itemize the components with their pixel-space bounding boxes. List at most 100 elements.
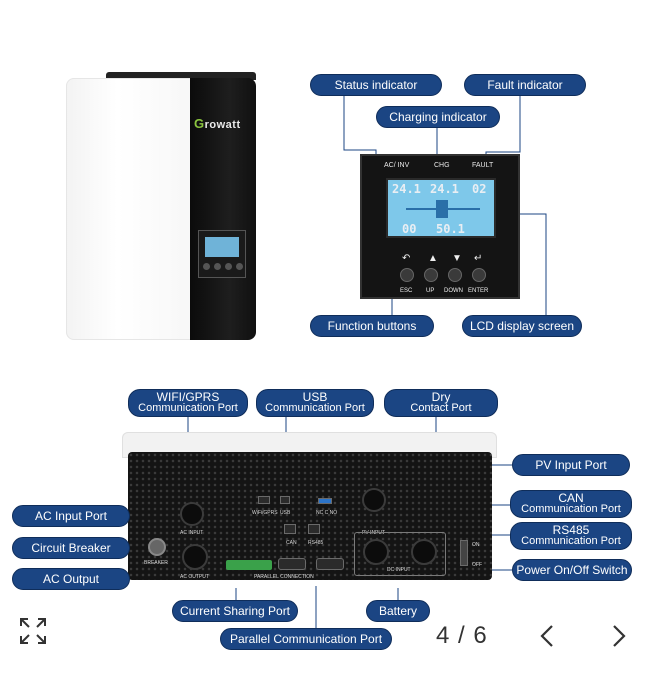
- callout-label: Circuit Breaker: [31, 541, 111, 555]
- page-indicator: 4 / 6: [436, 622, 488, 649]
- callout-label: Function buttons: [327, 319, 417, 333]
- callout-label: Current Sharing Port: [179, 604, 291, 618]
- callout-label: USB: [302, 390, 328, 404]
- up-label: UP: [426, 288, 435, 294]
- esc-icon: ↶: [402, 253, 411, 264]
- lcd-value: 24.1: [430, 182, 459, 196]
- inverter-front-view: Growatt: [66, 72, 256, 340]
- breaker-label: BREAKER: [144, 560, 168, 566]
- dry-contact-label: NC C NO: [316, 510, 338, 516]
- callout-lcd-display: LCD display screen: [462, 315, 582, 337]
- mini-control-panel: [198, 230, 246, 278]
- on-label: ON: [472, 542, 480, 548]
- lcd-value: 00: [402, 222, 417, 236]
- parallel-label: PARALLEL CONNECTION: [254, 574, 314, 580]
- unit-white-panel: [66, 78, 194, 340]
- callout-pv-input: PV Input Port: [512, 454, 630, 476]
- callout-sublabel: Communication Port: [138, 402, 238, 414]
- mini-button: [203, 263, 210, 270]
- previous-image-button[interactable]: [536, 622, 560, 650]
- callout-sublabel: Communication Port: [521, 503, 621, 515]
- ac-input-label: AC INPUT: [180, 530, 204, 536]
- dry-contact-port: [318, 498, 332, 504]
- callout-status-indicator: Status indicator: [310, 74, 442, 96]
- parallel-port-a: [278, 558, 306, 570]
- callout-label: Parallel Communication Port: [229, 632, 383, 646]
- lcd-value: 02: [472, 182, 487, 196]
- callout-sublabel: Contact Port: [410, 402, 472, 414]
- callout-label: AC Input Port: [34, 509, 108, 523]
- callout-battery: Battery: [366, 600, 430, 622]
- lcd-value: 24.1: [392, 182, 421, 196]
- up-icon: ▲: [428, 253, 438, 264]
- mini-button: [214, 263, 221, 270]
- indicator-chg: CHG: [434, 162, 450, 169]
- callout-label: Charging indicator: [389, 110, 487, 124]
- callout-function-buttons: Function buttons: [310, 315, 434, 337]
- callout-label: CAN: [558, 491, 584, 505]
- esc-button: [400, 268, 414, 282]
- unit-top-edge: [106, 72, 256, 80]
- down-label: DOWN: [444, 288, 463, 294]
- brand-initial: G: [194, 116, 205, 131]
- ac-output-label: AC OUTPUT: [180, 574, 209, 580]
- enter-button: [472, 268, 486, 282]
- callout-sublabel: Communication Port: [521, 535, 621, 547]
- lcd-value: 50.1: [436, 222, 465, 236]
- callout-label: LCD display screen: [469, 319, 575, 333]
- mini-button: [236, 263, 243, 270]
- callout-label: Fault indicator: [487, 78, 563, 92]
- dc-input-label: DC INPUT: [387, 567, 411, 573]
- enter-label: ENTER: [468, 288, 489, 294]
- current-sharing-terminal: [226, 560, 272, 570]
- callout-power-switch: Power On/Off Switch: [512, 559, 632, 581]
- callout-label: AC Output: [42, 572, 100, 586]
- callout-label: RS485: [552, 523, 590, 537]
- rs485-port: [308, 524, 320, 534]
- callout-label: WIFI/GPRS: [156, 390, 220, 404]
- pv-input-port: [362, 488, 386, 512]
- dc-input-area: DC INPUT: [354, 532, 446, 576]
- mini-button: [225, 263, 232, 270]
- esc-label: ESC: [400, 288, 413, 294]
- can-port: [284, 524, 296, 534]
- battery-port-negative: [411, 539, 437, 565]
- brand-name: rowatt: [204, 119, 241, 131]
- indicator-ac-inv: AC/ INV: [384, 162, 410, 169]
- wifi-label: WiFi/GPRS: [252, 510, 278, 516]
- down-icon: ▼: [452, 253, 462, 264]
- lcd-flow-line: [406, 208, 480, 210]
- callout-label: PV Input Port: [535, 458, 607, 472]
- callout-current-sharing: Current Sharing Port: [172, 600, 298, 622]
- callout-label: Status indicator: [334, 78, 418, 92]
- rs485-label: RS485: [308, 540, 324, 546]
- usb-port: [280, 496, 290, 504]
- mini-lcd-screen: [205, 237, 239, 257]
- ac-output-port: [182, 544, 208, 570]
- wifi-port: [258, 496, 270, 504]
- indicator-fault: FAULT: [472, 162, 494, 169]
- callout-charging-indicator: Charging indicator: [376, 106, 500, 128]
- battery-port-positive: [363, 539, 389, 565]
- up-button: [424, 268, 438, 282]
- callout-fault-indicator: Fault indicator: [464, 74, 586, 96]
- callout-ac-input: AC Input Port: [12, 505, 130, 527]
- unit-black-panel: [190, 78, 256, 340]
- usb-label: USB: [280, 510, 291, 516]
- chevron-right-icon: [613, 625, 626, 647]
- lcd-screen: 24.1 24.1 02 00 50.1: [386, 178, 496, 238]
- enter-icon: ↵: [474, 253, 483, 264]
- next-image-button[interactable]: [606, 622, 630, 650]
- off-label: OFF: [472, 562, 482, 568]
- callout-label: Dry: [431, 390, 451, 404]
- pv-input-label: PV INPUT: [362, 530, 386, 536]
- callout-label: Battery: [378, 604, 417, 618]
- chevron-left-icon: [540, 625, 553, 647]
- parallel-port-b: [316, 558, 344, 570]
- expand-icon[interactable]: [18, 616, 48, 646]
- circuit-breaker: [148, 538, 166, 556]
